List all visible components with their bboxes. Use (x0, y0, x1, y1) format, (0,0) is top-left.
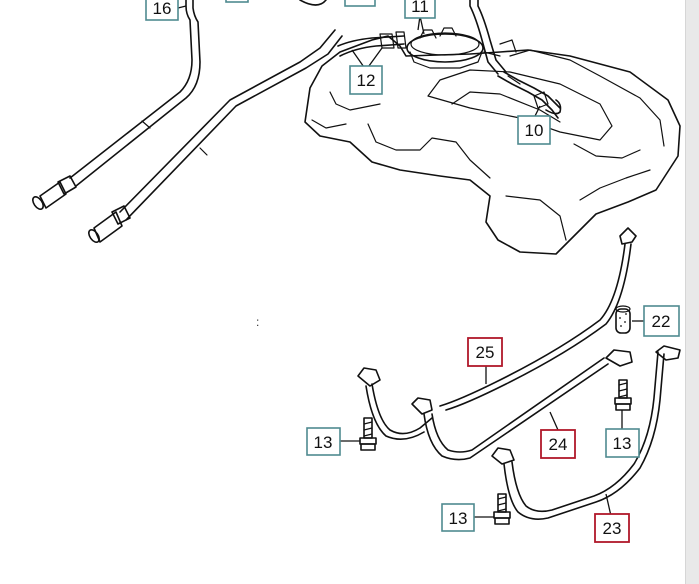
callout-25[interactable]: 25 (467, 337, 503, 367)
scrollbar-track[interactable] (685, 0, 699, 584)
callout-13-right-label: 13 (613, 434, 632, 453)
callout-11-label: 11 (411, 0, 429, 16)
strap-25 (439, 227, 637, 411)
callout-10[interactable]: 10 (517, 115, 551, 145)
callout-11[interactable]: 11 (404, 0, 436, 19)
callout-16[interactable]: 16 (145, 0, 179, 21)
strap-23 (491, 345, 681, 520)
bolt-13-bottom (493, 493, 511, 525)
callout-13-left-label: 13 (314, 433, 333, 452)
callout-25-label: 25 (476, 343, 495, 362)
callout-22[interactable]: 22 (643, 305, 680, 337)
callout-13-left[interactable]: 13 (306, 427, 341, 456)
callout-10-label: 10 (525, 121, 544, 140)
callout-24-label: 24 (549, 435, 568, 454)
callout-13-right[interactable]: 13 (605, 428, 640, 458)
callout-cutoff-b (344, 0, 376, 7)
callout-16-label: 16 (153, 0, 172, 18)
callout-13-bottom-label: 13 (449, 509, 468, 528)
callout-12-label: 12 (357, 71, 376, 90)
drawing-sheet (0, 0, 685, 584)
fuel-pump-unit (299, 0, 562, 119)
callout-cutoff-a (225, 0, 249, 3)
plug-22 (615, 305, 631, 334)
callout-23-label: 23 (603, 519, 622, 538)
callout-13-bottom[interactable]: 13 (441, 503, 475, 532)
stray-marker: : (256, 315, 259, 329)
strap-24 (357, 349, 633, 461)
bolt-13-left (359, 417, 377, 451)
bolt-13-right (614, 379, 632, 411)
fuel-lines (32, 0, 343, 243)
callout-22-label: 22 (652, 312, 671, 331)
callout-24[interactable]: 24 (540, 429, 576, 459)
callout-12[interactable]: 12 (349, 65, 383, 95)
callout-23[interactable]: 23 (594, 513, 630, 543)
